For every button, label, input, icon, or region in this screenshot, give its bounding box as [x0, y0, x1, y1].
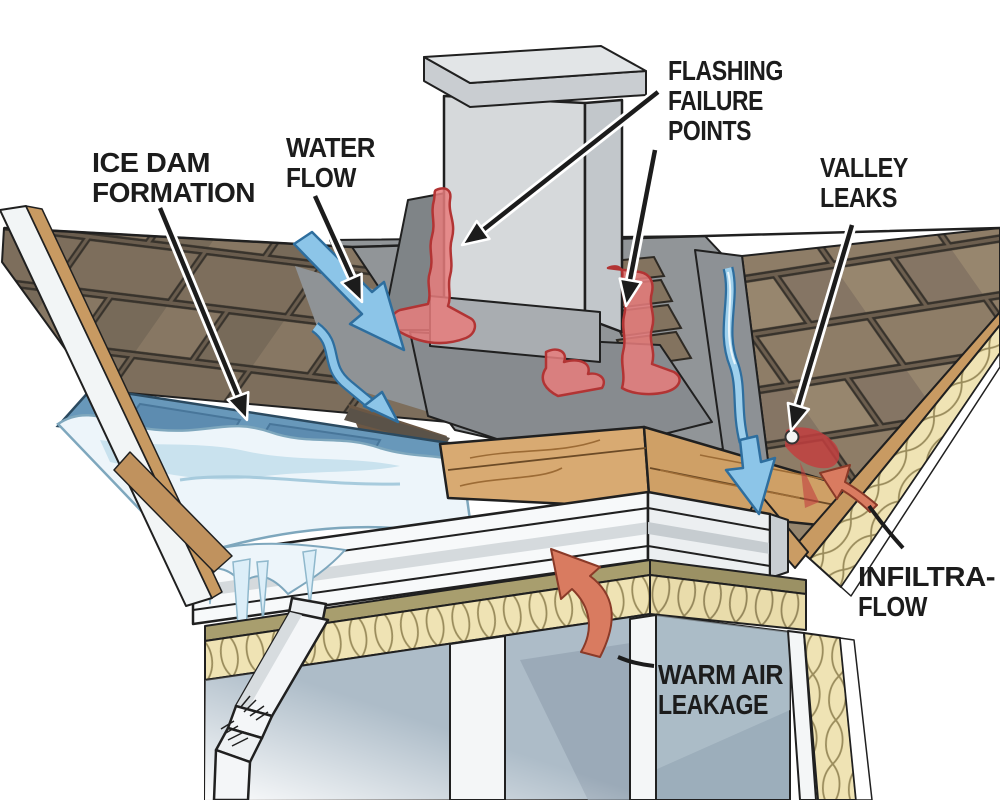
wall-stud-post [449, 635, 506, 800]
flashing-label-line3: POINTS [668, 115, 751, 146]
gutter-shade-right [648, 522, 770, 554]
leader-lines [155, 88, 905, 668]
torn-underlayment-edge [344, 408, 450, 447]
red-flashing-left [390, 187, 477, 345]
valley-leaks-arrowhead [786, 401, 811, 433]
ice-dam-label-line2: FORMATION [92, 177, 255, 208]
flashing-arrowhead-1 [460, 219, 491, 247]
roof-edge-trim [840, 352, 1000, 597]
chimney-cap-top [423, 45, 647, 84]
label-valley-leaks: VALLEY LEAKS [820, 152, 909, 213]
label-flashing-failure-points: FLASHING FAILURE POINTS [668, 55, 784, 146]
warm-air-label-line2: LEAKAGE [658, 689, 768, 720]
flashing-label-line1: FLASHING [668, 55, 783, 86]
leak-drip [800, 462, 819, 508]
ice-contour [179, 475, 401, 486]
water-flow-arrowhead [340, 272, 364, 304]
rake-edge [0, 205, 233, 607]
flashing-arrowhead-2 [618, 277, 643, 308]
label-infiltra-flow: INFILTRA- FLOW [858, 561, 996, 622]
gutter-end-cap [769, 513, 789, 579]
infiltra-label-line2: FLOW [858, 591, 928, 622]
airflow-arrows [550, 464, 878, 658]
chimney-side-face [583, 98, 624, 334]
water-flow-label-line2: FLOW [286, 162, 357, 193]
infiltration-connector-line [867, 504, 905, 550]
warm-air-label-line1: WARM AIR [658, 659, 783, 690]
warm-air-connector-line [617, 655, 655, 668]
label-ice-dam: ICE DAM FORMATION [92, 147, 256, 208]
label-water-flow: WATER FLOW [286, 132, 376, 193]
valley-arrow [724, 434, 777, 516]
eave-subfascia-wood [113, 451, 233, 573]
wall-edge-trim [787, 630, 817, 800]
wall-corner-board [629, 614, 657, 800]
red-flashing-front [541, 348, 605, 398]
water-flow-arrow-small [362, 390, 400, 424]
valley-leak-point [784, 427, 840, 508]
warm-air-arrow [550, 548, 613, 658]
water-flow-label-line1: WATER [286, 132, 375, 163]
flashing-label-line2: FAILURE [668, 85, 763, 116]
downspout [212, 596, 330, 800]
valley-leaks-label-line2: LEAKS [820, 182, 897, 213]
elbow-hatching [220, 695, 269, 747]
ice-shading [100, 440, 400, 480]
ice-dam-label-line1: ICE DAM [92, 147, 210, 178]
wall-cut-trim [839, 637, 873, 800]
infiltration-arrow [819, 464, 878, 513]
valley-water-stream [722, 266, 777, 516]
wall-right-light [655, 615, 790, 770]
roof-edge-cutaway [747, 311, 1000, 597]
wall-fade [205, 614, 650, 800]
soffit-insulation-right [649, 574, 807, 631]
house-wall [204, 613, 873, 800]
nail-head [784, 429, 800, 445]
wood-grain [459, 439, 861, 499]
label-warm-air-leakage: WARM AIR LEAKAGE [658, 659, 784, 720]
valley-leaks-label-line1: VALLEY [820, 152, 909, 183]
ice-dam-arrowhead [226, 390, 250, 422]
infiltra-label-line1: INFILTRA- [858, 561, 995, 592]
